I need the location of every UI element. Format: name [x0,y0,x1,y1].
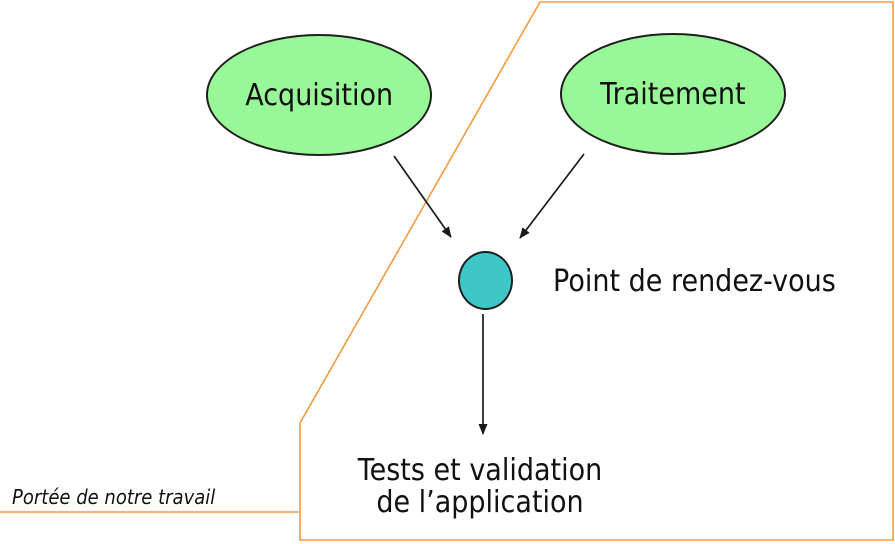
arrow-traitement-to-rendezvous [519,153,585,239]
node-acquisition: Acquisition [206,34,432,156]
node-tests-label-line1: Tests et validation [357,453,603,488]
node-tests-label-line2: de l’application [376,485,584,520]
node-tests-label: Tests et validation de l’application [300,455,660,519]
scope-caption: Portée de notre travail [12,485,216,509]
arrow-acquisition-to-rendezvous [393,155,452,238]
rendezvous-point-label: Point de rendez-vous [553,264,836,299]
node-acquisition-label: Acquisition [245,77,393,113]
scope-boundary [299,1,894,541]
rendezvous-point-circle [458,251,513,310]
node-traitement: Traitement [560,33,786,155]
node-traitement-label: Traitement [600,76,746,112]
